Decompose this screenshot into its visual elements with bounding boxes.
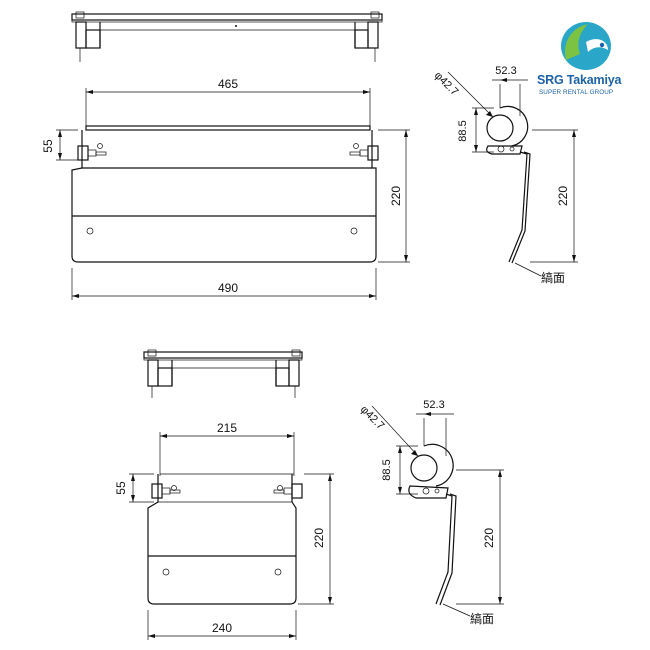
small-front-view [129, 432, 334, 640]
small-width-top-label: 215 [217, 421, 237, 435]
logo-tagline-text: SUPER RENTAL GROUP [539, 89, 614, 96]
large-front-view [56, 88, 410, 300]
small-surface-note: 縞面 [470, 611, 494, 626]
small-dim-right-label: 220 [482, 528, 496, 548]
large-width-bottom-label: 490 [218, 281, 238, 295]
large-dim-top-label: 52.3 [495, 65, 516, 77]
small-top-view [143, 349, 303, 398]
large-dim-left-label: 88.5 [457, 120, 469, 141]
small-height-left-label: 55 [114, 481, 128, 495]
logo-brand-text: SRG Takamiya [537, 73, 622, 87]
large-height-left-label: 55 [41, 139, 55, 153]
large-side-view [447, 71, 578, 277]
large-height-right-label: 220 [389, 186, 403, 206]
small-diameter-label: φ42.7 [358, 404, 387, 433]
large-diameter-label: φ42.7 [432, 70, 461, 99]
large-dim-right-label: 220 [556, 186, 570, 206]
small-width-bottom-label: 240 [212, 621, 232, 635]
large-surface-note: 縞面 [541, 270, 565, 285]
small-height-right-label: 220 [312, 528, 326, 548]
small-dim-left-label: 88.5 [381, 459, 393, 480]
large-top-view [71, 11, 383, 62]
small-side-view [371, 405, 504, 617]
srg-takamiya-logo [536, 14, 641, 104]
small-dim-top-label: 52.3 [423, 399, 444, 411]
large-width-top-label: 465 [218, 77, 238, 91]
logo-mark-icon [561, 22, 611, 70]
